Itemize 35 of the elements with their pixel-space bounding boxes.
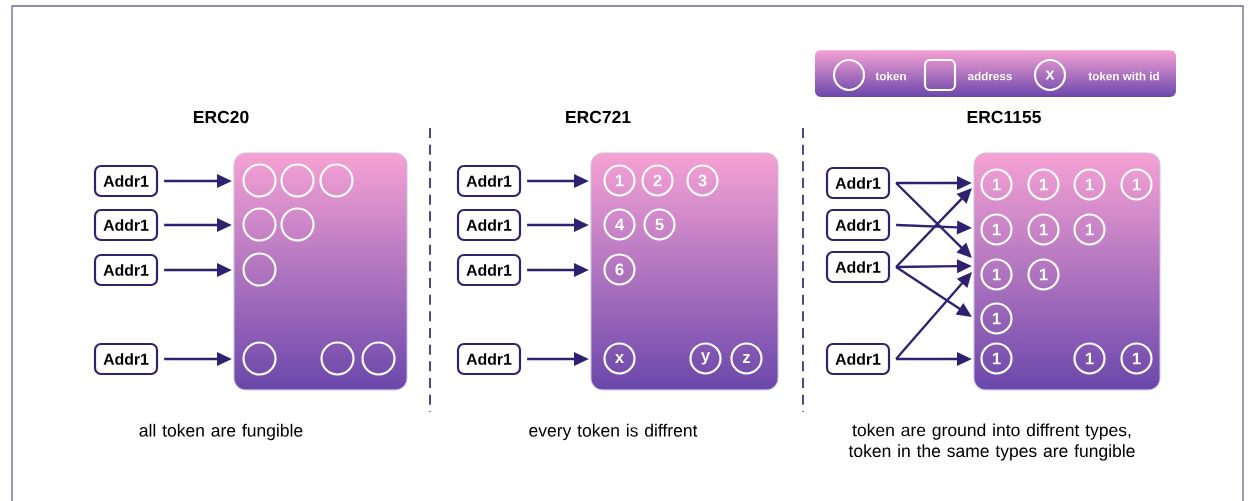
- address-box: Addr1: [825, 342, 891, 376]
- token-panel: [233, 152, 408, 391]
- address-box: Addr1: [456, 164, 522, 198]
- legend-label: token: [875, 71, 906, 81]
- address-box: Addr1: [456, 342, 522, 376]
- token-circle: [242, 341, 277, 376]
- caption-text: every token is diffrent: [529, 423, 698, 441]
- legend-label: token with id: [1088, 71, 1159, 81]
- address-box: Addr1: [93, 164, 159, 198]
- arrow: [895, 182, 972, 258]
- address-box: Addr1: [93, 208, 159, 242]
- token-circle: [320, 341, 355, 376]
- arrow: [895, 188, 972, 268]
- token-circle: [361, 341, 396, 376]
- token-panel: [590, 152, 779, 391]
- token-panel: [973, 152, 1161, 391]
- token-circle: [280, 207, 315, 242]
- caption-text: token are ground into diffrent types, token in the same types are fungible: [848, 423, 1135, 461]
- section-title: ERC20: [194, 110, 249, 124]
- address-box: Addr1: [456, 253, 522, 287]
- token-circle: [242, 163, 277, 198]
- section-title: ERC721: [566, 110, 631, 124]
- address-box: Addr1: [825, 208, 891, 242]
- address-box: Addr1: [825, 250, 891, 284]
- address-box: Addr1: [456, 208, 522, 242]
- caption-text: all token are fungible: [139, 423, 303, 441]
- token-circle: [242, 207, 277, 242]
- token-circle: [319, 163, 354, 198]
- token-circle: [280, 163, 315, 198]
- address-box: Addr1: [93, 253, 159, 287]
- address-box: Addr1: [825, 166, 891, 200]
- section-title: ERC1155: [967, 110, 1041, 124]
- token-circle: [242, 252, 277, 287]
- address-box: Addr1: [93, 342, 159, 376]
- legend-label: address: [967, 71, 1012, 81]
